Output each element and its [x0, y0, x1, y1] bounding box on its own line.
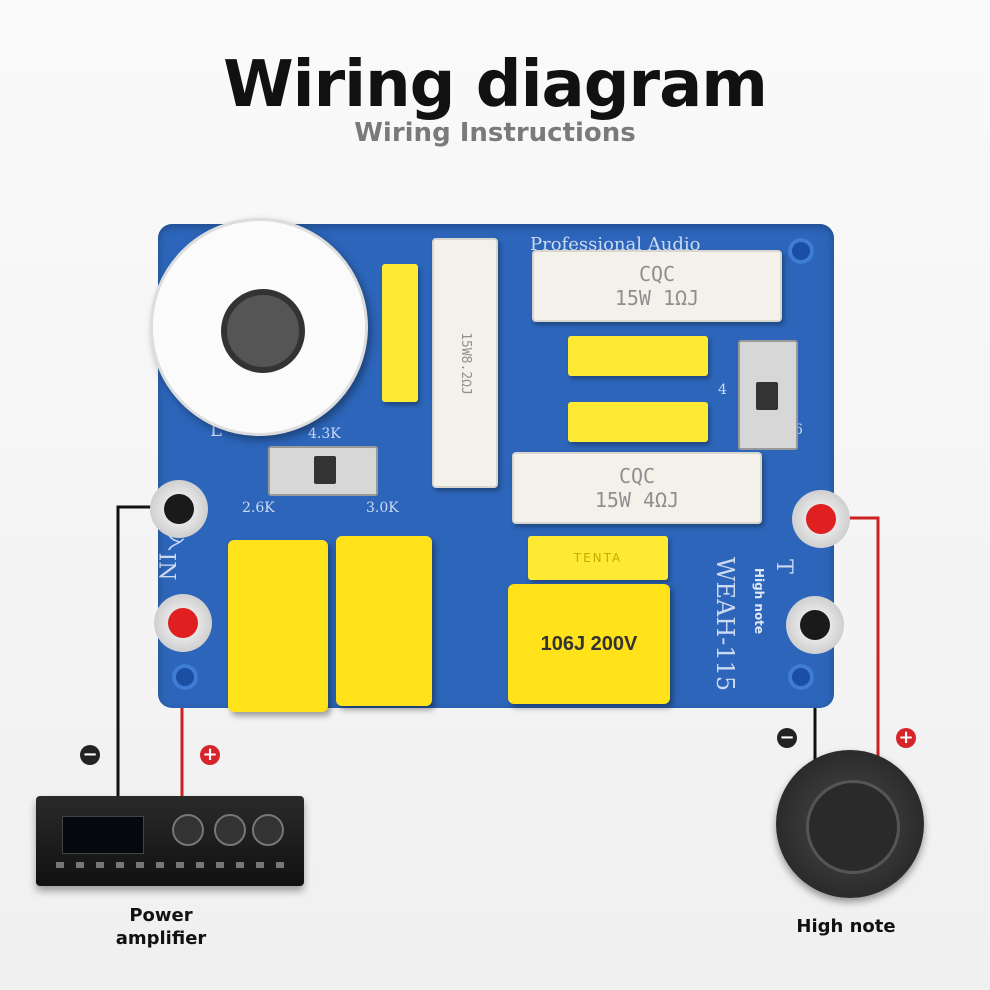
tweeter-cap	[806, 780, 900, 874]
page-subtitle: Wiring Instructions	[354, 118, 636, 148]
amp-plus-sign: +	[200, 745, 220, 765]
frequency-switch[interactable]	[268, 446, 378, 496]
power-amplifier	[36, 796, 304, 886]
inductor-core	[221, 289, 305, 373]
mounting-screw	[788, 664, 814, 690]
big-cap-spec: 106J 200V	[540, 632, 638, 655]
amp-minus-sign: −	[80, 745, 100, 765]
tweeter-driver	[776, 750, 924, 898]
out-label: T	[770, 559, 796, 574]
output-terminal-positive[interactable]	[792, 490, 850, 548]
tenta-brand: TENTA	[573, 551, 623, 565]
model-label: WEAH-115	[711, 556, 740, 692]
capacitor-small	[568, 336, 708, 376]
capacitor-small	[382, 264, 418, 402]
tweeter-label: High note	[796, 916, 896, 937]
tweeter-minus-sign: −	[777, 728, 797, 748]
switch-knob[interactable]	[756, 382, 778, 410]
capacitor-large	[228, 540, 328, 712]
amp-display	[62, 816, 144, 854]
switch-knob[interactable]	[314, 456, 336, 484]
crossover-board: Professional Audio L 4.3K 2.6K 3.0K 4 6 …	[150, 218, 834, 712]
resistor-1-spec: 15W 1ΩJ	[614, 286, 700, 310]
resistor-1-brand: CQC	[638, 262, 676, 286]
silkscreen-top: Professional Audio	[530, 234, 701, 255]
amp-knob[interactable]	[214, 814, 246, 846]
mounting-screw	[788, 238, 814, 264]
terminal-cap	[800, 610, 830, 640]
capacitor-large	[336, 536, 432, 706]
capacitor-small	[568, 402, 708, 442]
resistor-4-ohm: CQC 15W 4ΩJ	[512, 452, 762, 524]
freq-label-3-0k: 3.0K	[366, 500, 399, 516]
capacitor-106j: 106J 200V	[508, 584, 670, 704]
amp-knob[interactable]	[252, 814, 284, 846]
resistor-1-ohm: CQC 15W 1ΩJ	[532, 250, 782, 322]
terminal-cap	[164, 494, 194, 524]
mounting-screw	[172, 664, 198, 690]
switch-label-6: 6	[794, 422, 803, 438]
freq-label-2-6k: 2.6K	[242, 500, 275, 516]
tweeter-plus-sign: +	[896, 728, 916, 748]
silk-letter-l: L	[210, 420, 222, 441]
output-terminal-negative[interactable]	[786, 596, 844, 654]
in-label: IN	[153, 552, 179, 581]
terminal-cap	[806, 504, 836, 534]
inductor-coil	[150, 218, 368, 436]
amp-knob[interactable]	[172, 814, 204, 846]
resistor-2-brand: CQC	[618, 464, 656, 488]
input-terminal-positive[interactable]	[154, 594, 212, 652]
amp-button-row	[56, 862, 286, 868]
amplifier-label: Power amplifier	[115, 905, 207, 949]
terminal-cap	[168, 608, 198, 638]
freq-label-4-3k: 4.3K	[308, 426, 341, 442]
page-title: Wiring diagram	[223, 48, 768, 122]
resistor-2-spec: 15W 4ΩJ	[594, 488, 680, 512]
resistor-8-2-ohm: 15W8.2ΩJ	[432, 238, 498, 488]
resistor-3-spec: 15W8.2ΩJ	[457, 331, 473, 395]
high-note-small-label: High note	[752, 567, 767, 635]
input-terminal-negative[interactable]	[150, 480, 208, 538]
capacitor-tenta: TENTA	[528, 536, 668, 580]
switch-label-4: 4	[718, 382, 727, 398]
level-switch[interactable]	[738, 340, 798, 450]
